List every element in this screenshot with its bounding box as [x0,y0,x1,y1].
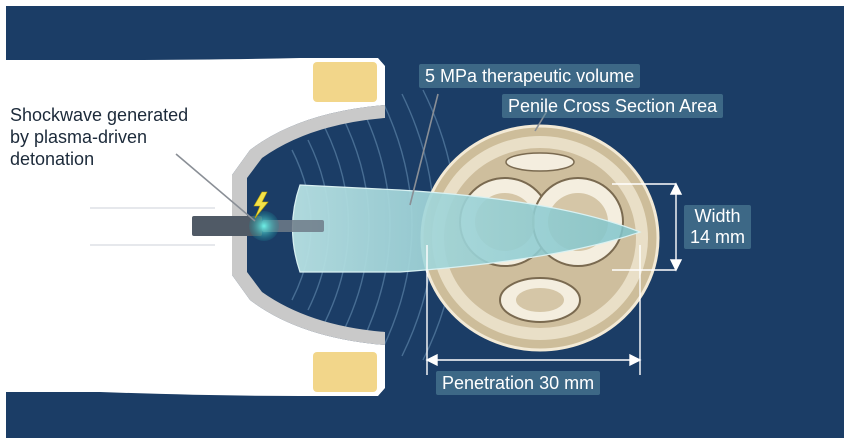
penetration-dimension [425,245,642,375]
width-label: Width 14 mm [684,205,752,249]
penile-cross-section [420,124,660,352]
width-dimension [612,182,683,272]
detonation-glow [249,211,279,241]
applicator-grooves [90,207,215,246]
therapeutic-beam [291,184,642,273]
therapeutic-volume-label: 5 MPa therapeutic volume [419,64,641,88]
membrane-cap-bottom [313,352,377,392]
shockwave-label-line2: by plasma-driven [10,127,148,147]
width-label-line1: Width [694,206,741,226]
cross-section-label: Penile Cross Section Area [502,94,724,118]
penetration-label: Penetration 30 mm [436,371,601,395]
spark-icon [253,191,269,219]
shockwave-label: Shockwave generated by plasma-driven det… [10,104,188,170]
membrane-cap-top [313,62,377,102]
shockwave-label-line1: Shockwave generated [10,105,189,125]
width-label-line2: 14 mm [690,227,746,247]
shockwave-label-line3: detonation [10,149,95,169]
